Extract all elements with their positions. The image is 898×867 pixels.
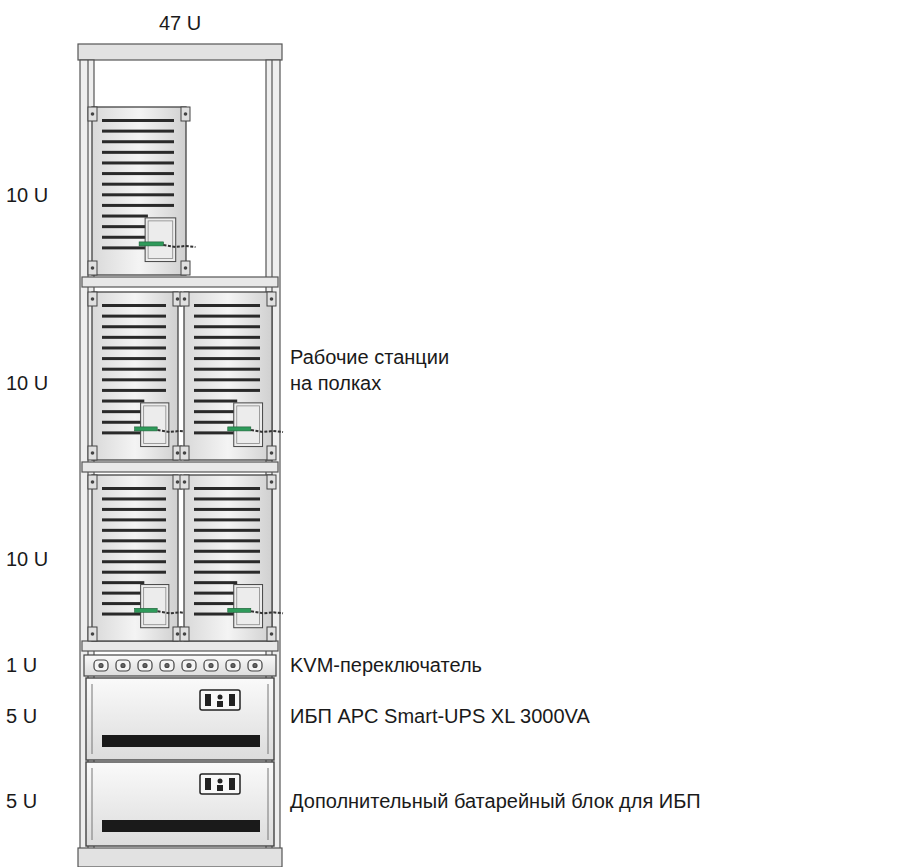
ups-unit bbox=[86, 678, 274, 760]
workstation-tower bbox=[88, 107, 195, 275]
workstation-tower bbox=[88, 292, 190, 460]
rack-frame bbox=[78, 44, 282, 867]
unit-size: 10 U bbox=[6, 546, 48, 572]
rack-height: 47 U bbox=[159, 10, 201, 36]
unit-size: 1 U bbox=[6, 652, 37, 678]
workstation-tower bbox=[88, 475, 190, 641]
unit-size: 10 U bbox=[6, 182, 48, 208]
unit-size: 10 U bbox=[6, 370, 48, 396]
battery-pack bbox=[86, 762, 274, 846]
part-name: KVM-переключатель bbox=[290, 652, 482, 678]
kvm-switch bbox=[84, 655, 276, 676]
workstation-tower bbox=[180, 475, 283, 641]
part-name: Рабочие станции на полках bbox=[290, 344, 465, 396]
part-name: Дополнительный батарейный блок для ИБП bbox=[290, 788, 701, 814]
unit-size: 5 U bbox=[6, 703, 37, 729]
workstations bbox=[88, 107, 283, 641]
part-name: ИБП APC Smart-UPS XL 3000VA bbox=[290, 703, 590, 729]
workstation-tower bbox=[180, 292, 283, 460]
unit-size: 5 U bbox=[6, 788, 37, 814]
